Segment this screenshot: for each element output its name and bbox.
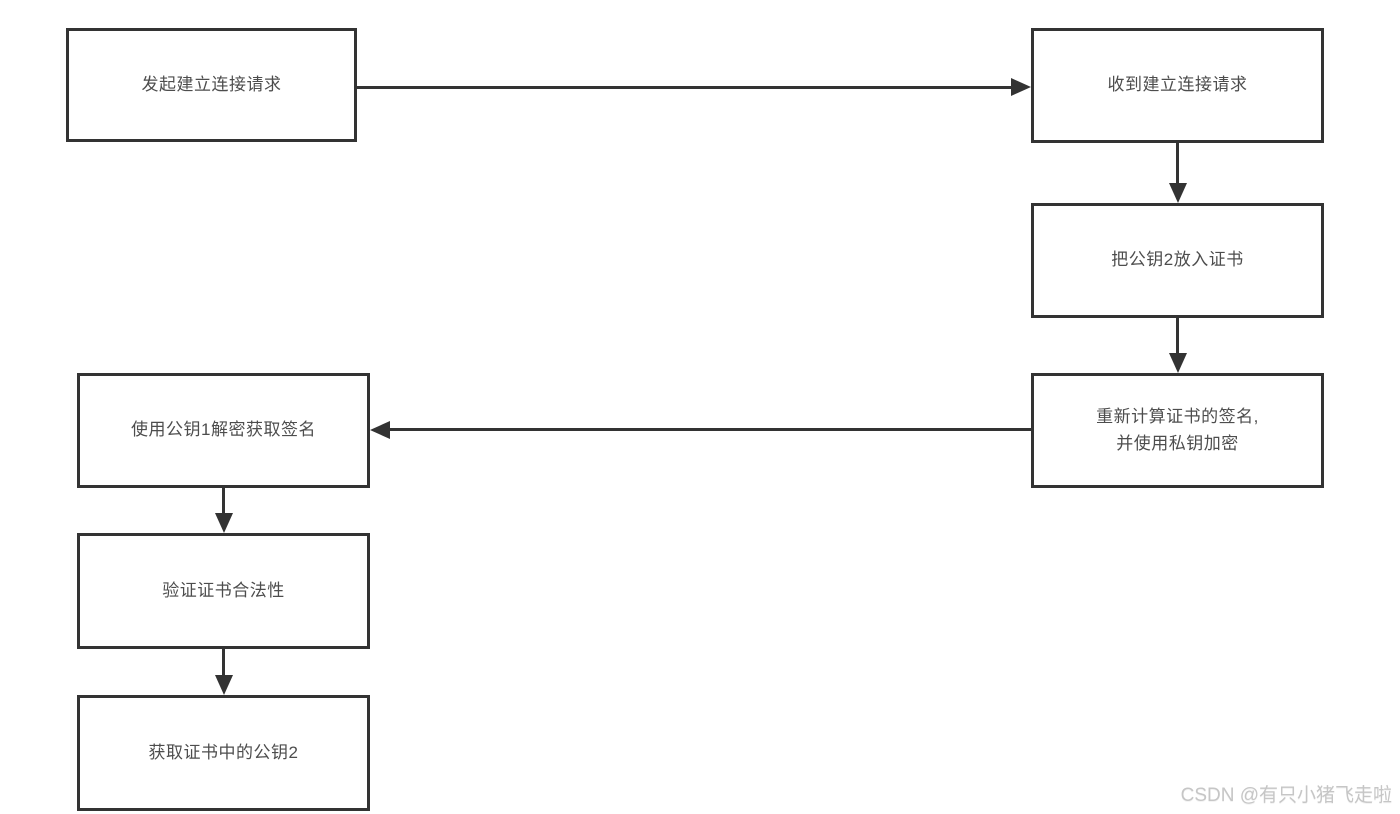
flow-box-get-pubkey2: 获取证书中的公钥2 bbox=[77, 695, 370, 811]
arrowhead-left-icon bbox=[370, 421, 390, 439]
flow-box-label: 重新计算证书的签名, 并使用私钥加密 bbox=[1096, 407, 1259, 453]
flow-box-label: 获取证书中的公钥2 bbox=[148, 742, 299, 762]
arrow-line bbox=[389, 428, 1031, 431]
arrow-line bbox=[357, 86, 1013, 89]
flow-box-label: 使用公钥1解密获取签名 bbox=[131, 420, 316, 440]
csdn-watermark: CSDN @有只小猪飞走啦 bbox=[1180, 785, 1392, 806]
flow-box-initiate-request: 发起建立连接请求 bbox=[66, 28, 357, 142]
flow-box-label: 验证证书合法性 bbox=[162, 580, 285, 600]
arrowhead-down-icon bbox=[215, 675, 233, 695]
arrowhead-down-icon bbox=[1169, 353, 1187, 373]
flow-box-label: 收到建立连接请求 bbox=[1107, 75, 1248, 95]
arrowhead-down-icon bbox=[215, 513, 233, 533]
arrow-line bbox=[222, 488, 225, 515]
flow-box-verify-certificate: 验证证书合法性 bbox=[77, 533, 370, 649]
flow-box-put-pubkey2-in-cert: 把公钥2放入证书 bbox=[1031, 203, 1324, 318]
flow-box-receive-request: 收到建立连接请求 bbox=[1031, 28, 1324, 143]
flow-box-decrypt-signature: 使用公钥1解密获取签名 bbox=[77, 373, 370, 488]
arrow-line bbox=[1176, 143, 1179, 185]
flow-box-label: 把公钥2放入证书 bbox=[1111, 250, 1244, 270]
arrow-line bbox=[222, 649, 225, 677]
flow-box-recompute-signature: 重新计算证书的签名, 并使用私钥加密 bbox=[1031, 373, 1324, 488]
arrowhead-down-icon bbox=[1169, 183, 1187, 203]
flow-box-label: 发起建立连接请求 bbox=[141, 74, 282, 94]
arrow-line bbox=[1176, 318, 1179, 355]
arrowhead-right-icon bbox=[1011, 78, 1031, 96]
